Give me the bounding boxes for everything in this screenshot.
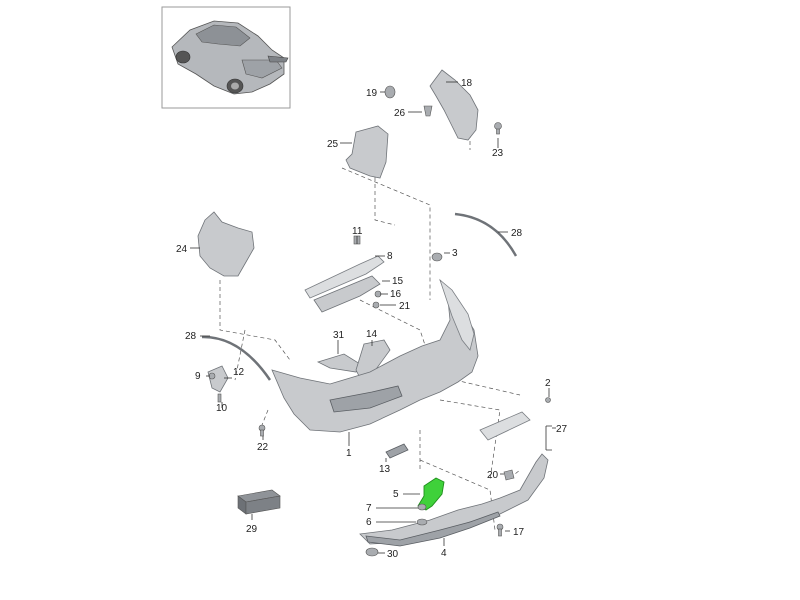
part-1-bumper-lower-opening [329,385,403,413]
part-13-trim[interactable] [385,443,409,459]
callout-20[interactable]: 20 [487,470,499,481]
callout-6[interactable]: 6 [366,517,372,528]
vehicle-thumbnail[interactable] [161,6,291,109]
part-2-clip[interactable] [545,397,551,403]
part-10-screw[interactable] [217,393,222,403]
part-25-bracket[interactable] [345,125,389,179]
part-21-nut[interactable] [372,301,380,309]
callout-28-left[interactable]: 28 [185,331,197,342]
callout-19[interactable]: 19 [366,88,378,99]
callout-25[interactable]: 25 [327,139,339,150]
callout-13[interactable]: 13 [379,464,391,475]
callout-18[interactable]: 18 [461,78,473,89]
part-20-clip[interactable] [503,469,515,481]
callout-7[interactable]: 7 [366,503,372,514]
callout-28-right[interactable]: 28 [511,228,523,239]
callout-8[interactable]: 8 [387,251,393,262]
part-17-screw[interactable] [496,523,504,537]
part-31-bracket[interactable] [316,353,361,373]
assembly-dashed-lines [219,120,521,531]
callout-4[interactable]: 4 [441,548,447,559]
callout-2[interactable]: 2 [545,378,551,389]
callout-31[interactable]: 31 [333,330,345,341]
part-24-side-guide[interactable] [197,211,255,277]
callout-5[interactable]: 5 [393,489,399,500]
part-8-cross-member[interactable] [304,255,385,299]
part-7-nut[interactable] [417,503,427,511]
callout-26[interactable]: 26 [394,108,406,119]
part-12-mount[interactable] [207,365,229,393]
part-30-grommet[interactable] [365,547,379,557]
callout-12[interactable]: 12 [233,367,245,378]
callout-23[interactable]: 23 [492,148,504,159]
part-4-diffuser-edge [365,511,501,547]
part-26-clip[interactable] [423,105,433,117]
callout-27[interactable]: 27 [556,424,568,435]
callout-10[interactable]: 10 [216,403,228,414]
callout-16[interactable]: 16 [390,289,402,300]
callout-9[interactable]: 9 [195,371,201,382]
part-28-trim-strip-left[interactable] [201,335,272,381]
part-1-bumper-cover[interactable] [271,279,479,433]
part-6-washer[interactable] [416,518,428,526]
callout-30[interactable]: 30 [387,549,399,560]
part-19-grommet[interactable] [384,85,396,99]
callout-17[interactable]: 17 [513,527,525,538]
callout-3[interactable]: 3 [452,248,458,259]
part-3-grommet[interactable] [431,252,443,262]
callout-11[interactable]: 11 [352,226,363,237]
part-29-block[interactable] [237,489,281,515]
part-27-reflector-upper[interactable] [479,411,531,441]
callout-29[interactable]: 29 [246,524,258,535]
callout-labels: 1 2 3 4 5 6 7 8 9 10 11 12 13 14 15 16 1… [176,78,568,560]
part-5-bracket-highlighted[interactable] [417,477,445,511]
part-18-bracket[interactable] [429,69,479,141]
callout-22[interactable]: 22 [257,442,269,453]
part-28-trim-strip-right[interactable] [454,212,518,257]
leader-lines [190,81,556,554]
part-23-bolt[interactable] [494,122,502,135]
car-rear-three-quarter-icon [171,20,289,95]
callout-14[interactable]: 14 [366,329,378,340]
part-22-screw[interactable] [258,424,266,437]
callout-1[interactable]: 1 [346,448,352,459]
part-15-retainer[interactable] [313,275,381,313]
callout-15[interactable]: 15 [392,276,404,287]
part-1-bumper-top-edge [439,278,475,351]
callout-24[interactable]: 24 [176,244,188,255]
callout-21[interactable]: 21 [399,301,411,312]
